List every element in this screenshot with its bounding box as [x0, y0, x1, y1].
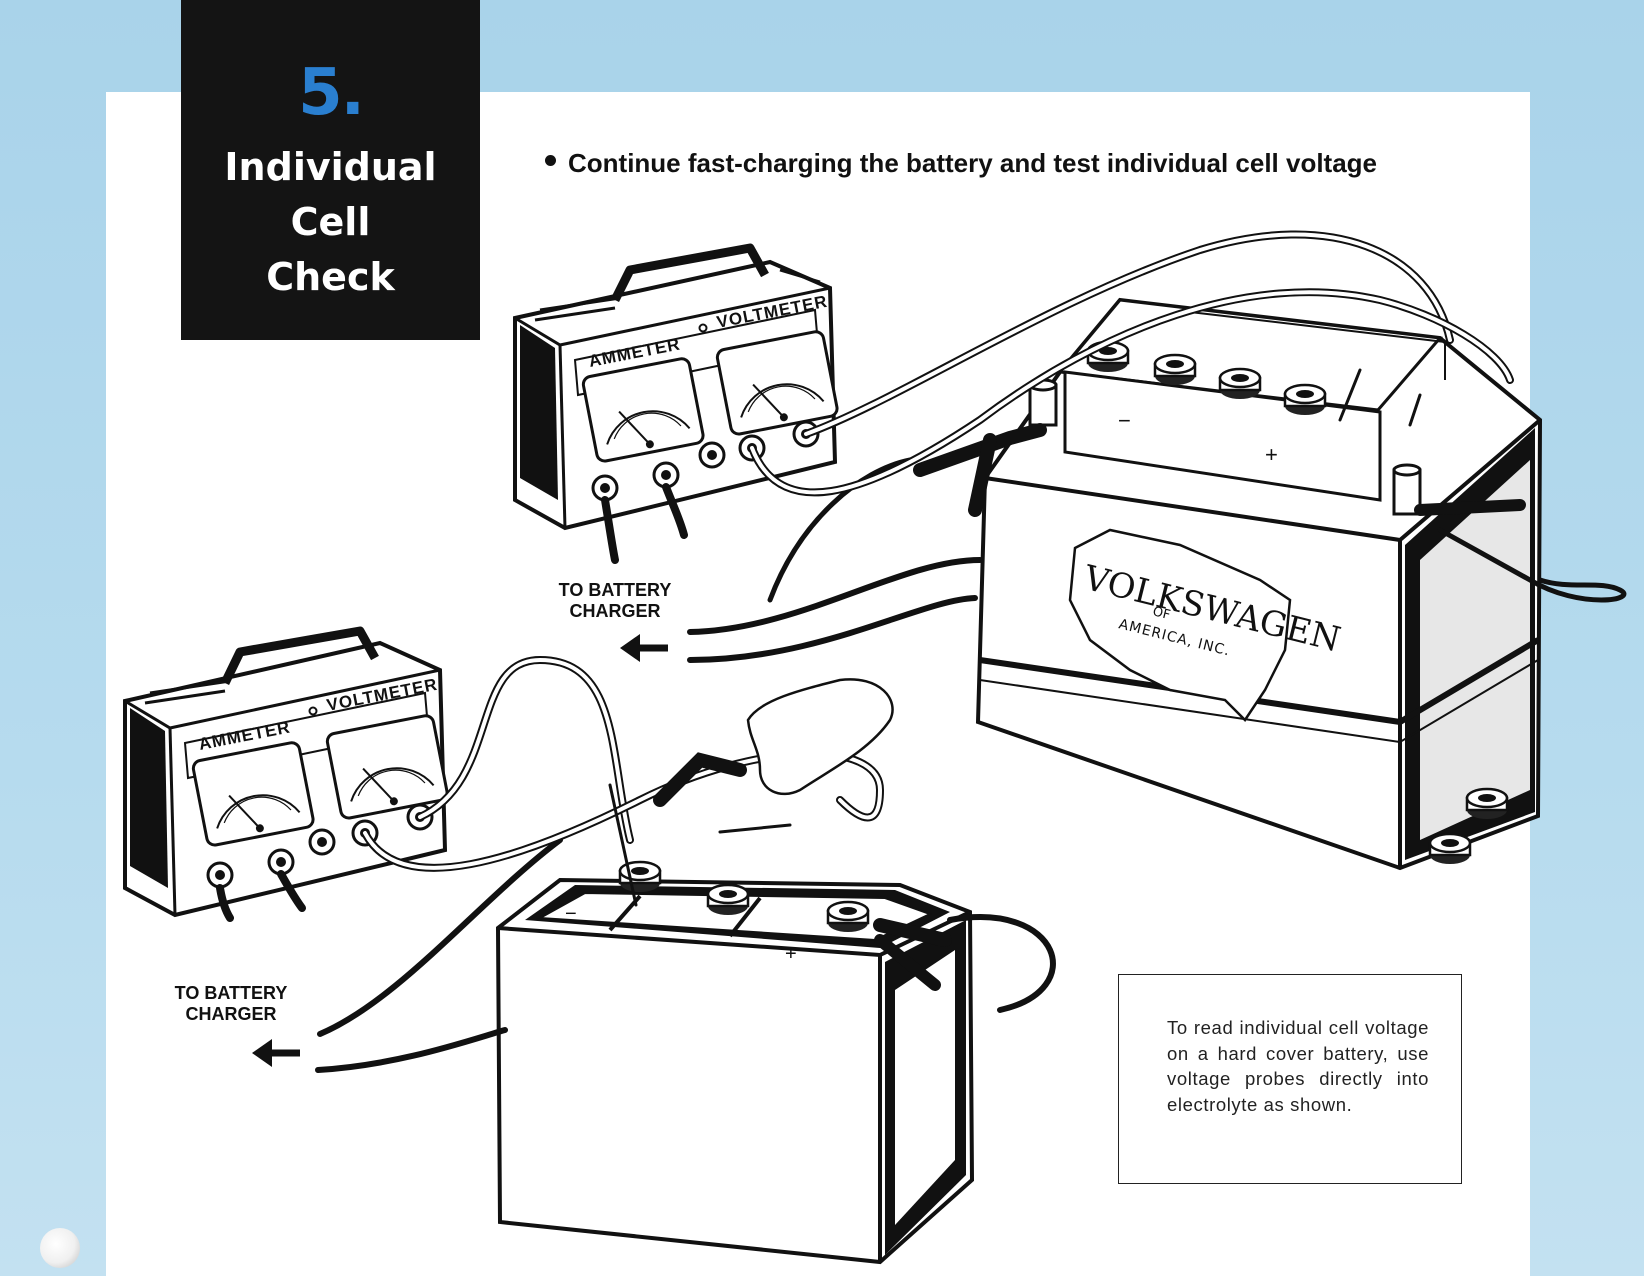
- arrow-head-icon-bottom: [252, 1039, 272, 1067]
- step-number: 5.: [298, 56, 365, 130]
- large-positive-mark: +: [1265, 442, 1278, 467]
- tester-bottom-separator-dot: [308, 706, 318, 716]
- charger-label-bottom-line1: TO BATTERY: [174, 983, 288, 1003]
- usa-map-logo: [1068, 528, 1292, 722]
- step-title-block: 5. Individual Cell Check: [181, 0, 480, 340]
- instruction-text: Continue fast-charging the battery and t…: [568, 148, 1378, 178]
- volkswagen-of: OF: [1151, 604, 1172, 623]
- charger-label-top: TO BATTERY CHARGER: [548, 580, 682, 622]
- small-positive-mark: +: [785, 943, 797, 965]
- charger-label-top-line2: CHARGER: [569, 601, 661, 621]
- binder-hole: [40, 1228, 80, 1268]
- charger-label-bottom-line2: CHARGER: [185, 1004, 277, 1024]
- battery-small: − +: [495, 860, 975, 1265]
- tester-top-separator-dot: [698, 323, 708, 333]
- hand-illustration: [746, 678, 894, 796]
- charger-label-bottom: TO BATTERY CHARGER: [164, 983, 298, 1025]
- title-line-3: Check: [266, 255, 395, 299]
- title-line-2: Cell: [290, 200, 371, 244]
- note-text: To read individual cell voltage on a har…: [1167, 1017, 1429, 1115]
- cables: [216, 230, 1627, 1073]
- title-line-1: Individual: [224, 145, 437, 189]
- bullet-icon: [545, 155, 556, 166]
- arrow-head-icon-top: [620, 634, 640, 662]
- battery-large: − + VOLKSWAGEN OF AMERICA, INC.: [975, 297, 1543, 871]
- note-box: To read individual cell voltage on a har…: [1118, 974, 1462, 1184]
- tester-bottom: AMMETER VOLTMETER: [123, 626, 450, 918]
- large-negative-mark: −: [1118, 408, 1131, 433]
- instruction-line: Continue fast-charging the battery and t…: [545, 148, 1445, 179]
- small-negative-mark: −: [565, 903, 577, 925]
- charger-label-top-line1: TO BATTERY: [558, 580, 672, 600]
